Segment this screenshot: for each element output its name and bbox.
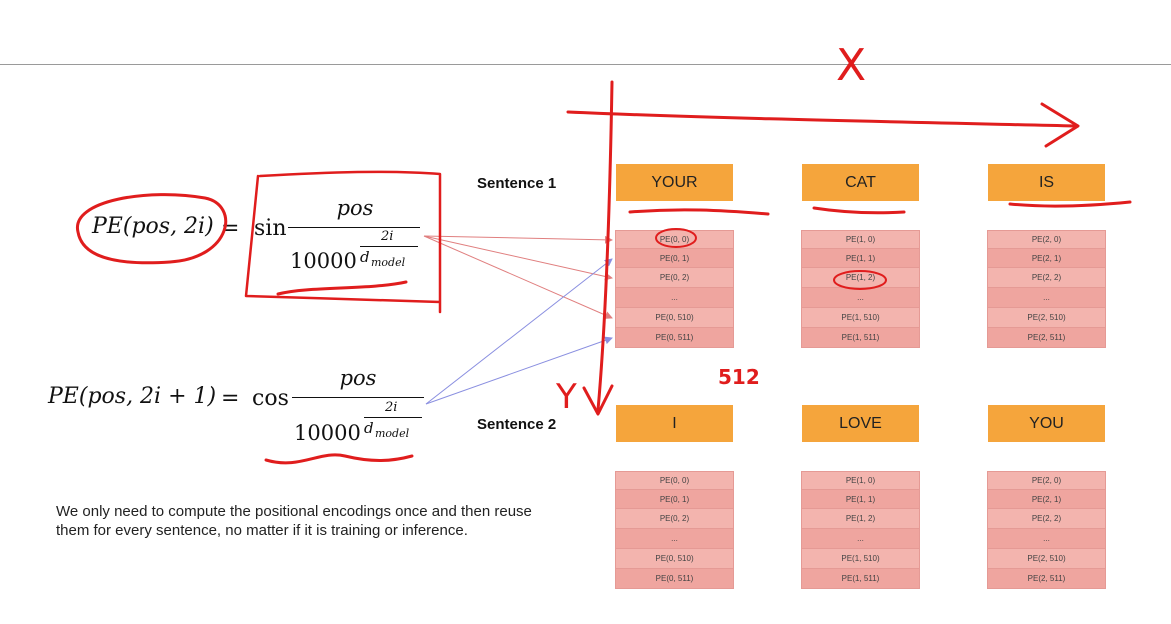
formula-cos-lhs: PE(pos, 2i + 1) [48, 384, 217, 409]
pe-cell: PE(1, 510) [801, 549, 920, 569]
formula-sin-exponent-d: d [360, 248, 370, 266]
word-box-cat: CAT [802, 164, 919, 201]
pe-cell: PE(0, 1) [615, 490, 734, 509]
formula-sin-numerator: pos [336, 196, 374, 220]
pe-cell: PE(0, 2) [615, 268, 734, 288]
pe-cell: PE(0, 2) [615, 509, 734, 529]
pe-column-i: PE(0, 0) PE(0, 1) PE(0, 2) ... PE(0, 510… [615, 471, 734, 589]
formula-cos-exponent-subscript: model [375, 427, 410, 440]
pe-cell: PE(1, 0) [801, 471, 920, 490]
pe-cell: PE(0, 510) [615, 549, 734, 569]
pe-column-is: PE(2, 0) PE(2, 1) PE(2, 2) ... PE(2, 510… [987, 230, 1106, 348]
pe-cell: PE(2, 510) [987, 549, 1106, 569]
formula-cos-exponent-numerator: 2i [385, 400, 398, 415]
explanation-note: We only need to compute the positional e… [56, 503, 532, 539]
pe-cell: PE(1, 0) [801, 230, 920, 249]
pe-cell: ... [801, 288, 920, 308]
word-box-i: I [616, 405, 733, 442]
formula-sin-exponent-numerator: 2i [381, 229, 394, 244]
word-box-your: YOUR [616, 164, 733, 201]
pe-cell: ... [987, 288, 1106, 308]
formula-cos-exponent-bar [364, 417, 422, 418]
top-divider [0, 64, 1171, 65]
formula-sin-exponent-bar [360, 246, 418, 247]
pe-cell: PE(1, 2) [801, 268, 920, 288]
word-box-you: YOU [988, 405, 1105, 442]
formula-cos-function: cos [252, 386, 289, 411]
sentence-1-label: Sentence 1 [477, 175, 557, 192]
pe-cell: PE(2, 510) [987, 308, 1106, 328]
word-box-is: IS [988, 164, 1105, 201]
cos-connector-arrows [425, 258, 613, 405]
sin-connector-arrows [423, 235, 613, 319]
pe-cell: PE(1, 2) [801, 509, 920, 529]
pe-cell: PE(2, 1) [987, 490, 1106, 509]
pe-cell: PE(0, 511) [615, 569, 734, 589]
pe-column-you: PE(2, 0) PE(2, 1) PE(2, 2) ... PE(2, 510… [987, 471, 1106, 589]
pe-cell: PE(2, 2) [987, 509, 1106, 529]
pe-cell: PE(0, 1) [615, 249, 734, 268]
formula-cos-exponent-d: d [364, 419, 374, 437]
pe-cell: PE(1, 1) [801, 490, 920, 509]
pe-cell: PE(0, 0) [615, 471, 734, 490]
pe-cell: PE(1, 1) [801, 249, 920, 268]
pe-cell: PE(1, 510) [801, 308, 920, 328]
formula-sin-lhs: PE(pos, 2i) [92, 214, 214, 239]
formula-cos-fraction-bar [292, 397, 424, 399]
pe-column-your: PE(0, 0) PE(0, 1) PE(0, 2) ... PE(0, 510… [615, 230, 734, 348]
pe-cell: PE(2, 0) [987, 230, 1106, 249]
pe-cell: ... [615, 529, 734, 549]
formula-sin-exponent-subscript: model [371, 256, 406, 269]
pe-cell: PE(0, 511) [615, 328, 734, 348]
pe-cell: PE(2, 1) [987, 249, 1106, 268]
formula-cos-denominator-base: 10000 [294, 421, 361, 445]
pe-cell: ... [615, 288, 734, 308]
x-axis-label: X [836, 40, 866, 91]
pe-cell: ... [987, 529, 1106, 549]
pe-cell: PE(2, 0) [987, 471, 1106, 490]
pe-cell: ... [801, 529, 920, 549]
pe-cell: PE(0, 510) [615, 308, 734, 328]
formula-sin-denominator-base: 10000 [290, 249, 357, 273]
sentence-2-label: Sentence 2 [477, 416, 557, 433]
hand-drawn-ink [76, 80, 1132, 465]
pe-column-love: PE(1, 0) PE(1, 1) PE(1, 2) ... PE(1, 510… [801, 471, 920, 589]
pe-cell: PE(0, 0) [615, 230, 734, 249]
y-axis-label: Y [555, 377, 577, 417]
pe-cell: PE(1, 511) [801, 328, 920, 348]
pe-cell: PE(2, 511) [987, 328, 1106, 348]
pe-cell: PE(2, 511) [987, 569, 1106, 589]
formula-cos-numerator: pos [339, 366, 377, 390]
formula-sin-function: sin [254, 216, 287, 241]
formula-cos-equals: = [221, 386, 240, 411]
pe-cell: PE(1, 511) [801, 569, 920, 589]
pe-cell: PE(2, 2) [987, 268, 1106, 288]
word-box-love: LOVE [802, 405, 919, 442]
pe-column-cat: PE(1, 0) PE(1, 1) PE(1, 2) ... PE(1, 510… [801, 230, 920, 348]
dimension-label: 512 [718, 365, 760, 389]
formula-sin-fraction-bar [288, 227, 420, 229]
